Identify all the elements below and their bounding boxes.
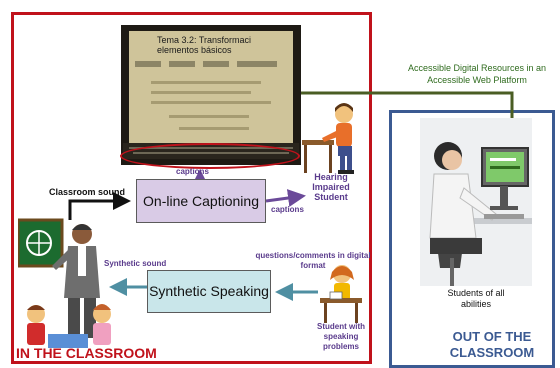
arrow-classroom-sound — [68, 192, 131, 220]
slide-title-line2: elementos básicos — [157, 45, 232, 55]
student-at-computer-image — [420, 118, 532, 286]
accessible-resources-label: Accessible Digital Resources in an Acces… — [407, 63, 547, 85]
hearing-impaired-student-image — [302, 103, 354, 174]
slide-title-line1: Tema 3.2: Transformaci — [157, 35, 252, 45]
classroom-sound-label: Classroom sound — [49, 187, 126, 197]
questions-comments-label: questions/comments in digital format — [255, 251, 371, 270]
captions-label-top: captions — [176, 167, 209, 176]
in-classroom-label: IN THE CLASSROOM — [16, 345, 157, 361]
captions-label-right: captions — [271, 205, 304, 214]
speaking-student-image — [320, 265, 362, 323]
students-all-abilities-label: Students of all abilities — [447, 288, 505, 309]
online-captioning-box: On-line Captioning — [136, 179, 266, 223]
teacher-classroom-image — [18, 218, 111, 348]
hearing-impaired-label: Hearing Impaired Student — [312, 172, 350, 202]
arrow-captioning-to-student — [265, 189, 306, 207]
slide-title: Tema 3.2: Transformaci elementos básicos — [157, 35, 251, 55]
synthetic-speaking-box: Synthetic Speaking — [147, 270, 271, 313]
in-classroom-frame — [11, 12, 372, 364]
out-of-classroom-label: OUT OF THE CLASSROOM — [449, 329, 535, 360]
student-speaking-label: Student with speaking problems — [317, 322, 365, 351]
synthetic-sound-label: Synthetic sound — [104, 259, 167, 268]
captions-highlight-ellipse — [120, 143, 300, 169]
